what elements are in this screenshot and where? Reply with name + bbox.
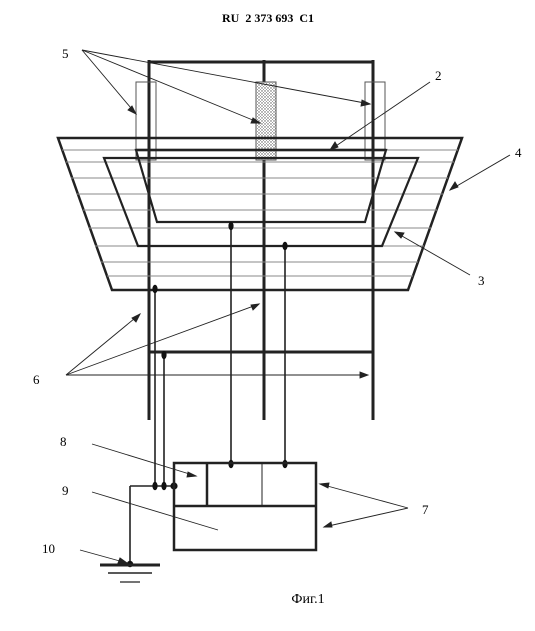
- electrode-middle: [255, 81, 277, 161]
- inner-bath-2: [134, 148, 388, 224]
- label-7: 7: [422, 502, 429, 517]
- label-6: 6: [33, 372, 40, 387]
- label-9: 9: [62, 483, 69, 498]
- control-block: [172, 461, 318, 552]
- label-8: 8: [60, 434, 67, 449]
- patent-number: RU 2 373 693 C1: [222, 11, 314, 25]
- outer-bath-4: [56, 136, 464, 292]
- ground-symbol: [100, 563, 160, 583]
- electrode-left: [135, 81, 157, 161]
- reference-labels: 5 2 4 3 6 8 9 7 10: [33, 46, 522, 556]
- label-10: 10: [42, 541, 55, 556]
- figure-caption: Фиг.1: [291, 592, 324, 607]
- electrodes-5: [135, 81, 386, 161]
- label-4: 4: [515, 145, 522, 160]
- middle-bath-3: [102, 156, 420, 248]
- label-5: 5: [62, 46, 69, 61]
- wires: [129, 222, 286, 564]
- label-2: 2: [435, 68, 442, 83]
- label-3: 3: [478, 273, 485, 288]
- leader-lines: [65, 49, 511, 564]
- electrode-right: [364, 81, 386, 161]
